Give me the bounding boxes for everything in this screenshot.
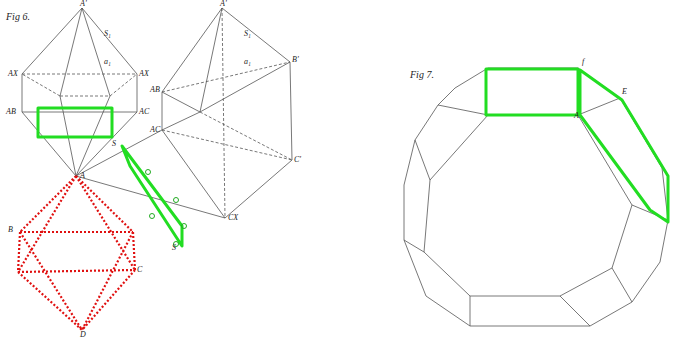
vertex-label: D: [80, 331, 86, 339]
vertex-label: S: [172, 244, 176, 252]
vertex-label: AB: [6, 108, 16, 116]
vertex-label: S: [112, 140, 116, 148]
figure-number: Fig 6.: [6, 12, 30, 22]
vertex-label: AX: [8, 70, 18, 78]
vertex-label: CX: [228, 214, 238, 222]
vertex-label: AC: [139, 108, 149, 116]
vertex-label: f: [582, 58, 584, 66]
figure-number: Fig 7.: [410, 70, 434, 80]
vertex-label: a₁: [104, 58, 111, 66]
vertex-label: S₁: [244, 30, 251, 38]
vertex-label: AX: [139, 70, 149, 78]
vertex-label: C': [294, 156, 301, 164]
vertex-label: A': [80, 0, 87, 8]
vertex-label: B: [8, 226, 13, 234]
vertex-label: a₁: [244, 58, 251, 66]
vertex-label: AC: [150, 126, 160, 134]
vertex-label: A: [80, 172, 85, 180]
vertex-label: A': [220, 0, 227, 8]
vertex-label: S₁: [104, 30, 111, 38]
vertex-label: AB: [150, 86, 160, 94]
vertex-label: A: [574, 112, 579, 120]
vertex-label: C: [137, 266, 142, 274]
vertex-label: B': [292, 56, 299, 64]
vertex-label: E: [622, 88, 627, 96]
